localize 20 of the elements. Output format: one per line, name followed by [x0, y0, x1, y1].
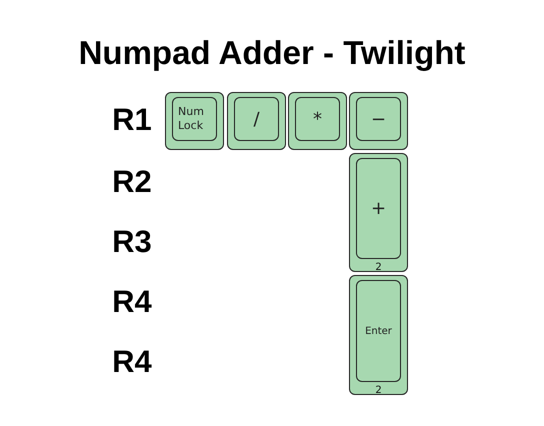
keycap	[349, 153, 408, 272]
key-legend: −	[356, 97, 401, 141]
key-legend: *	[295, 97, 340, 141]
key-legend: Enter	[356, 280, 401, 382]
keycap	[165, 92, 224, 150]
title: Numpad Adder - Twilight	[78, 34, 466, 72]
row-label: R3	[112, 224, 152, 259]
size-label: 2	[375, 385, 382, 396]
row-label: R2	[112, 164, 152, 199]
key-legend: +	[356, 158, 401, 259]
size-label: 2	[375, 262, 382, 273]
keycap	[349, 92, 408, 150]
key-legend: Num Lock	[172, 97, 217, 141]
row-label: R1	[112, 102, 152, 137]
row-label: R4	[112, 284, 152, 319]
keycap	[227, 92, 286, 150]
keycap	[288, 92, 347, 150]
row-label: R4	[112, 344, 152, 379]
key-legend: /	[234, 97, 279, 141]
keycap	[349, 275, 408, 395]
